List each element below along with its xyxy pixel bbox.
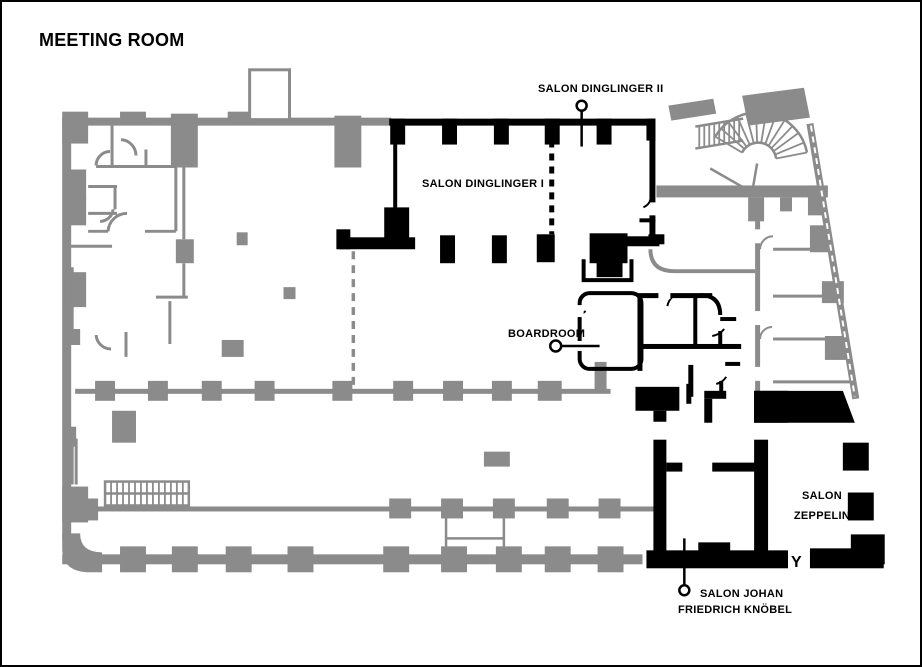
room-label-boardroom: BOARDROOM	[508, 328, 586, 340]
meeting-room-walls-black	[336, 118, 885, 569]
building-walls-gray	[62, 87, 846, 573]
room-label-salon-johan-line2: FRIEDRICH KNÖBEL	[678, 604, 793, 616]
room-label-salon-dinglinger-ii: SALON DINGLINGER II	[538, 83, 664, 95]
room-label-salon-zeppelin-line1: SALON	[802, 490, 842, 502]
room-label-salon-zeppelin: SALON ZEPPELIN	[772, 486, 872, 526]
label-leaders	[548, 99, 691, 597]
curved-staircase	[695, 111, 809, 195]
straight-staircase	[103, 480, 191, 507]
room-label-salon-johan-line1: SALON JOHAN	[700, 588, 784, 600]
room-label-salon-dinglinger-i: SALON DINGLINGER I	[422, 178, 545, 190]
y-marker: Y	[791, 554, 802, 571]
page-title: MEETING ROOM	[39, 30, 185, 50]
room-label-salon-zeppelin-line2: ZEPPELIN	[793, 510, 851, 522]
door-openings	[576, 292, 671, 351]
slant-wall-dashes	[809, 125, 856, 397]
